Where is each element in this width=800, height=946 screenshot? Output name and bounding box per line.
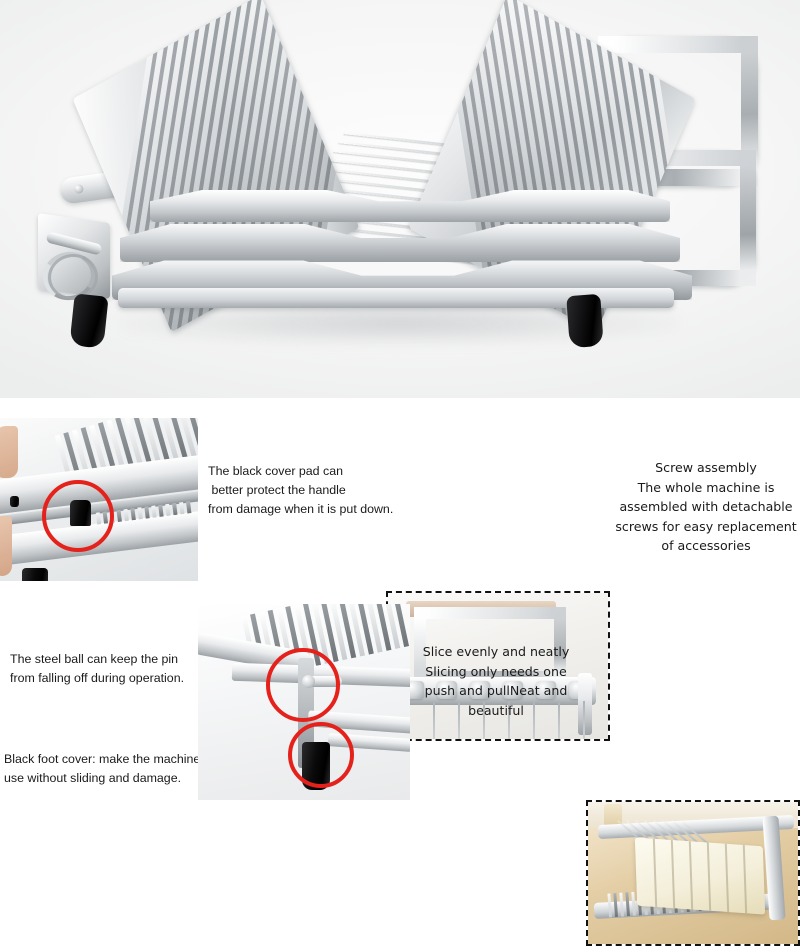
caption-line: Slice evenly and neatly xyxy=(422,644,570,659)
caption-line: Black foot cover: make the machine xyxy=(4,752,201,766)
blade-stripe xyxy=(625,892,630,917)
blade-stripe xyxy=(116,509,122,523)
rubber-foot-right xyxy=(566,293,604,349)
cheese-slice-line xyxy=(688,841,693,910)
highlight-circle-steel-ball xyxy=(266,648,340,722)
caption-line: The whole machine is xyxy=(637,479,775,495)
caption-line: The steel ball can keep the pin xyxy=(10,652,179,666)
rubber-foot-left xyxy=(69,293,109,349)
detail-photo-black-cover-pad xyxy=(0,418,198,581)
caption-black-cover-pad: The black cover pad can better protect t… xyxy=(208,462,398,520)
cutting-wire xyxy=(483,701,485,739)
detail-row-upper: The black cover pad can better protect t… xyxy=(0,400,800,741)
hero-product-photo xyxy=(0,0,800,398)
blade-stripe xyxy=(123,508,129,522)
caption-line: better protect the handle xyxy=(208,483,346,498)
cheese-slice-line xyxy=(742,844,747,914)
blade-stripe xyxy=(151,505,157,518)
blade-stripe xyxy=(619,892,624,917)
blade-stripe xyxy=(137,507,143,520)
highlight-circle-foot-cover xyxy=(288,722,354,788)
base-bar xyxy=(118,288,674,308)
cutting-wire xyxy=(508,701,510,739)
blade-stripe xyxy=(165,503,171,517)
blade-stripe xyxy=(631,891,636,916)
cheese-slice-line xyxy=(670,839,675,909)
highlight-circle-cover-pad xyxy=(42,480,114,552)
assembly-screw xyxy=(536,681,556,699)
caption-line: from damage when it is put down. xyxy=(208,502,394,517)
assembly-screw xyxy=(470,681,490,699)
blade-stripe xyxy=(179,502,185,515)
cheese-slice-line xyxy=(724,843,729,913)
caption-slice-evenly: Slice evenly and neatly Slicing only nee… xyxy=(412,642,580,720)
caption-line: Slicing only needs one xyxy=(425,663,567,679)
detail-row-lower: The steel ball can keep the pin from fal… xyxy=(0,598,800,946)
cheese-slice-line xyxy=(706,842,711,911)
caption-line: from falling off during operation. xyxy=(10,671,185,686)
caption-line: use without sliding and damage. xyxy=(4,771,182,786)
blade-stripe xyxy=(186,501,192,514)
cutting-wire xyxy=(433,701,435,739)
cheese-block xyxy=(634,837,766,915)
cheese-slice-line xyxy=(652,838,657,907)
caption-line: The black cover pad can xyxy=(208,464,343,478)
slicer-handle xyxy=(414,607,566,683)
blade-stripe xyxy=(607,893,613,918)
rivet-icon xyxy=(73,183,84,195)
blade-stripe xyxy=(144,506,150,519)
screw-mounting-bar xyxy=(396,677,596,705)
caption-line: assembled with detachable xyxy=(619,499,793,515)
blade-stripe xyxy=(613,892,619,918)
detail-photo-steel-ball-and-foot xyxy=(198,604,410,800)
caption-line: push and pullNeat and xyxy=(424,683,568,699)
blade-stripe xyxy=(130,507,136,521)
cutting-wire xyxy=(458,701,460,739)
caption-line: screws for easy replacement xyxy=(615,518,797,534)
caption-screw-assembly: Screw assembly The whole machine is asse… xyxy=(612,458,800,556)
blade-stripe xyxy=(172,502,178,516)
cutting-wire xyxy=(558,701,560,739)
assembly-screw xyxy=(503,681,523,699)
caption-line: Screw assembly xyxy=(655,460,757,475)
cutting-wire xyxy=(583,701,585,739)
cutting-wire xyxy=(533,701,535,739)
caption-line: beautiful xyxy=(468,702,524,718)
caption-line: of accessories xyxy=(661,538,751,554)
assembly-screw xyxy=(437,681,457,699)
caption-black-foot-cover: Black foot cover: make the machine use w… xyxy=(4,750,209,788)
detail-photo-cheese-slicing xyxy=(586,800,800,946)
caption-steel-ball-pin: The steel ball can keep the pin from fal… xyxy=(10,650,210,688)
hand-finger xyxy=(0,516,12,576)
blade-stripe xyxy=(158,504,164,517)
hand-thumb xyxy=(0,426,18,478)
